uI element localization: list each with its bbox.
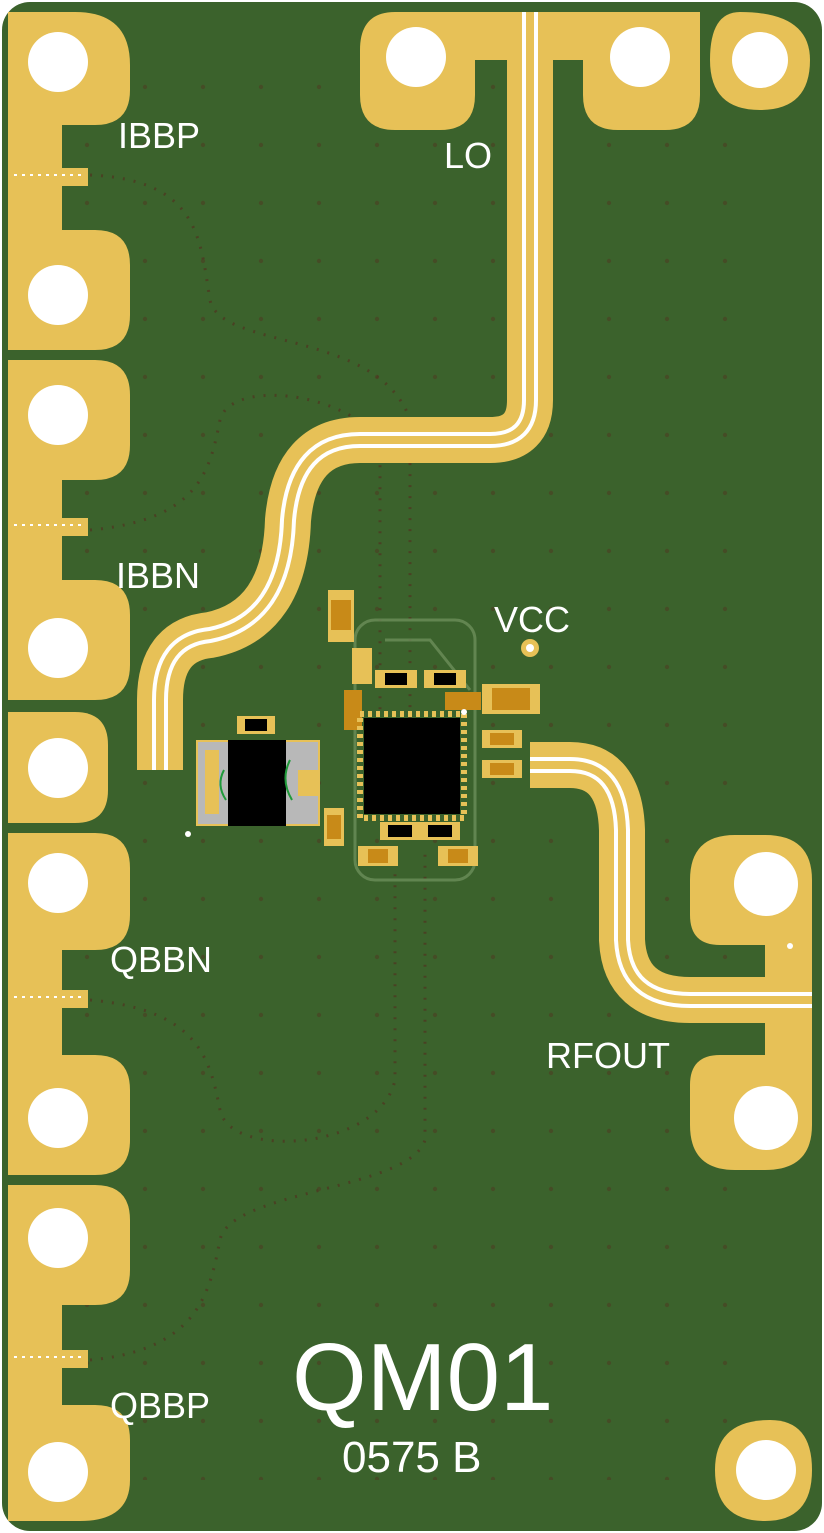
rfout-connector-pads xyxy=(690,835,812,1521)
passive-components xyxy=(237,590,540,866)
label-lo: LO xyxy=(444,135,493,176)
lo-connector-pads xyxy=(360,12,810,130)
pad-ibbn-group xyxy=(8,360,130,700)
pad-qbbp-group xyxy=(8,1185,130,1521)
lo-trace xyxy=(137,12,553,770)
label-ibbp: IBBP xyxy=(118,115,201,156)
label-rfout: RFOUT xyxy=(546,1035,670,1076)
label-ibbn: IBBN xyxy=(116,555,201,596)
balun-component xyxy=(185,740,320,837)
board-title: QM01 xyxy=(292,1324,554,1431)
label-vcc: VCC xyxy=(494,599,571,640)
board-revision: 0575 B xyxy=(342,1433,482,1482)
internal-traces xyxy=(89,173,427,1362)
label-qbbp: QBBP xyxy=(110,1385,211,1426)
label-qbbn: QBBN xyxy=(110,939,213,980)
rfout-trace xyxy=(530,742,812,1023)
qfn-modulator-ic xyxy=(357,709,467,821)
pad-qbbn-group xyxy=(8,833,130,1175)
pad-ibbp-group xyxy=(8,12,130,350)
left-connector-pads xyxy=(8,12,130,1521)
